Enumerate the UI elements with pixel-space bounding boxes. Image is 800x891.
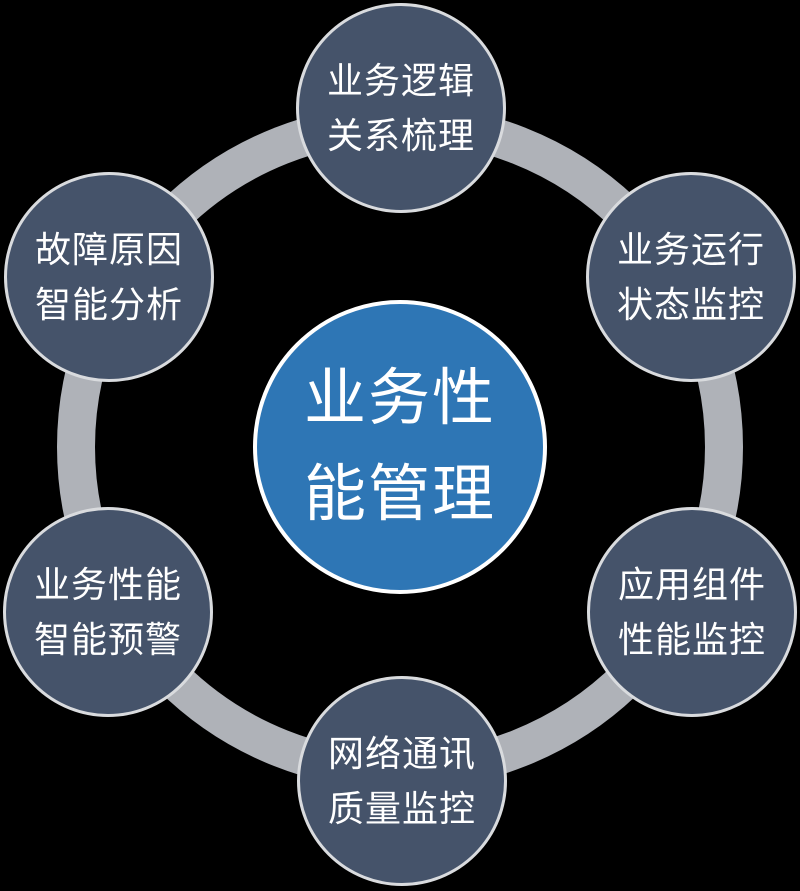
node-label-line: 智能分析 (34, 284, 183, 325)
hub-label-line: 能管理 (303, 460, 496, 529)
node-label-line: 性能监控 (617, 619, 766, 660)
node-label-line: 质量监控 (327, 788, 476, 829)
node-label-line: 关系梳理 (326, 115, 475, 156)
hub-label-line: 业务性 (303, 364, 496, 433)
node-label-line: 业务性能 (33, 564, 182, 605)
node-app-component-performance: 应用组件 性能监控 (587, 507, 797, 717)
node-label-line: 故障原因 (34, 229, 183, 270)
node-network-comm-quality: 网络通讯 质量监控 (297, 676, 507, 886)
node-business-logic: 业务逻辑 关系梳理 (296, 3, 506, 213)
node-label-line: 业务逻辑 (326, 60, 475, 101)
node-label-line: 应用组件 (617, 564, 766, 605)
node-label-line: 网络通讯 (327, 733, 476, 774)
node-performance-smart-alert: 业务性能 智能预警 (3, 507, 213, 717)
node-label-line: 状态监控 (616, 284, 765, 325)
node-business-running-status: 业务运行 状态监控 (586, 172, 796, 382)
node-fault-cause-analysis: 故障原因 智能分析 (4, 172, 214, 382)
node-label-line: 业务运行 (616, 229, 765, 270)
hub-business-performance-management: 业务性 能管理 (253, 300, 547, 594)
node-label-line: 智能预警 (33, 619, 182, 660)
